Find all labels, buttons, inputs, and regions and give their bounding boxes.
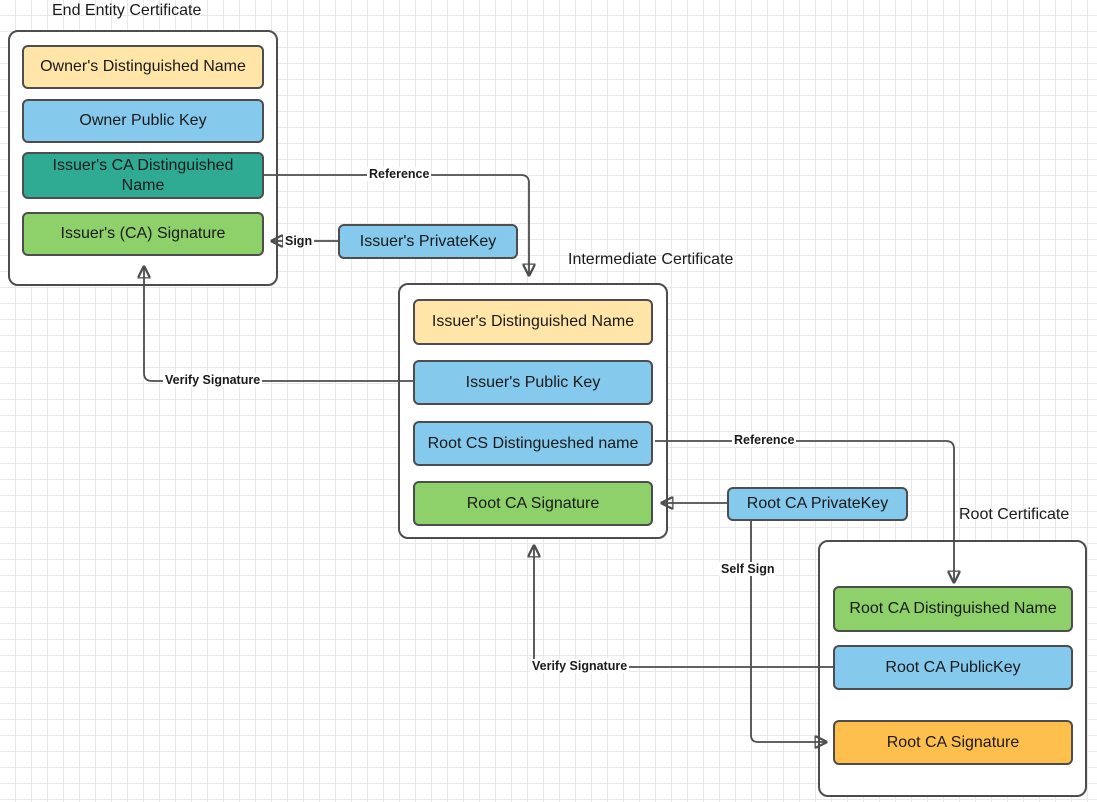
root-row-root-ca-public-key[interactable]: Root CA PublicKey <box>833 645 1073 690</box>
end-entity-row-issuer-ca-signature[interactable]: Issuer's (CA) Signature <box>22 212 264 256</box>
root-ca-private-key-box[interactable]: Root CA PrivateKey <box>727 487 908 521</box>
wire-self-sign <box>750 521 826 742</box>
caption-end-entity: End Entity Certificate <box>52 2 202 19</box>
edge-label-verify-signature-2: Verify Signature <box>530 659 630 673</box>
edge-label-verify-signature-1: Verify Signature <box>163 373 263 387</box>
end-entity-row-owner-distinguished-name[interactable]: Owner's Distinguished Name <box>22 45 264 89</box>
end-entity-row-issuer-ca-distinguished-name[interactable]: Issuer's CA Distinguished Name <box>22 152 264 199</box>
end-entity-row-owner-public-key[interactable]: Owner Public Key <box>22 99 264 143</box>
issuer-private-key-box[interactable]: Issuer's PrivateKey <box>338 224 518 259</box>
caption-intermediate: Intermediate Certificate <box>568 251 734 268</box>
intermediate-row-root-ca-signature[interactable]: Root CA Signature <box>413 481 653 526</box>
intermediate-row-issuer-distinguished-name[interactable]: Issuer's Distinguished Name <box>413 299 653 345</box>
edge-label-reference-2: Reference <box>732 433 797 447</box>
edge-label-reference-1: Reference <box>367 167 432 181</box>
root-row-root-ca-distinguished-name[interactable]: Root CA Distinguished Name <box>833 586 1073 632</box>
edge-label-self-sign: Self Sign <box>719 562 777 576</box>
root-row-root-ca-signature[interactable]: Root CA Signature <box>833 720 1073 765</box>
intermediate-row-issuer-public-key[interactable]: Issuer's Public Key <box>413 360 653 405</box>
wire-verify-signature-2 <box>534 546 834 668</box>
intermediate-row-root-cs-distinguished-name[interactable]: Root CS Distingueshed name <box>413 421 653 466</box>
edge-label-sign-1: Sign <box>283 234 315 248</box>
caption-root: Root Certificate <box>959 506 1070 523</box>
